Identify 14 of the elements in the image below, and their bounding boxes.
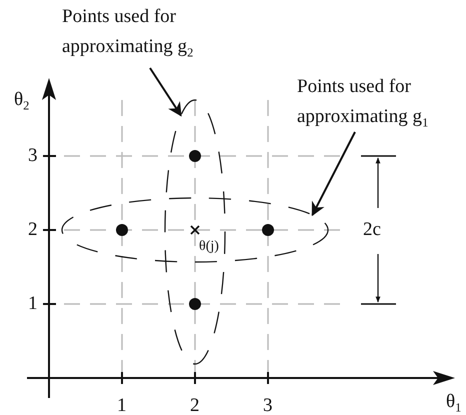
leader-arrow: [312, 132, 356, 216]
axis-label: 1: [117, 396, 126, 415]
axis-label: θ$_{2}$: [14, 90, 30, 112]
axis-label: 2: [190, 396, 200, 415]
axis-label: 3: [28, 146, 38, 165]
axis-label: θ(j): [199, 240, 219, 254]
axis-label: 2: [28, 220, 38, 239]
axis-label: 3: [263, 396, 272, 415]
axis-label: θ$_{1}$: [446, 392, 462, 414]
axis-label: 2c: [363, 220, 381, 239]
callout-text: Points used for approximating g$_{1}$: [297, 76, 428, 127]
leader-arrow: [149, 67, 182, 117]
axis-label: 1: [28, 294, 38, 313]
callout-text: Points used for approximating g$_{2}$: [62, 6, 194, 57]
